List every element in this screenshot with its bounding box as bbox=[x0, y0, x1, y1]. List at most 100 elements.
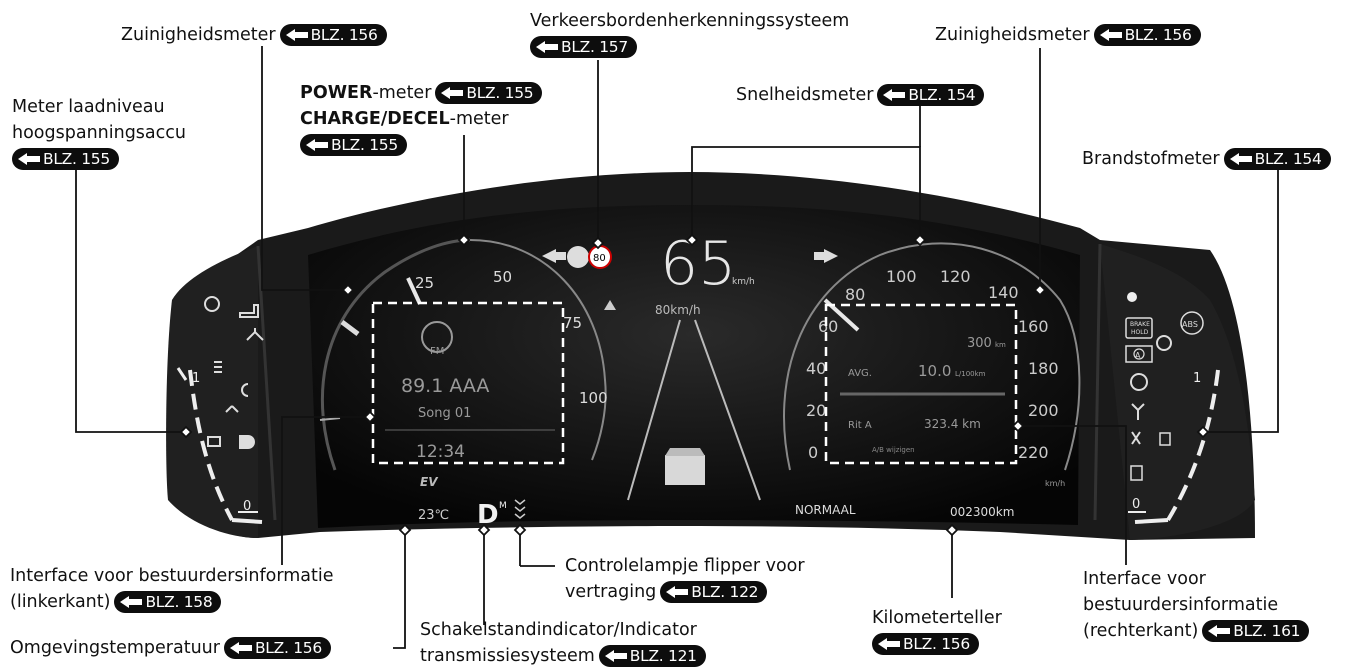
speed-tick: 0 bbox=[808, 443, 818, 462]
svg-text:A: A bbox=[1135, 351, 1141, 360]
power-needle bbox=[406, 277, 422, 305]
svg-text:ABS: ABS bbox=[1182, 320, 1198, 329]
arrow-icon bbox=[1099, 29, 1122, 41]
arrow-icon bbox=[285, 29, 308, 41]
fuel-gauge: 1 0 bbox=[1128, 369, 1220, 524]
left-arrow-icon bbox=[542, 249, 566, 263]
speed-tick: 120 bbox=[940, 267, 971, 286]
svg-text:L/100km: L/100km bbox=[955, 370, 986, 378]
beam-icon bbox=[225, 405, 239, 413]
svg-text:HOLD: HOLD bbox=[1131, 329, 1149, 336]
callout-meter-laadniveau: Meter laadniveau hoogspanningsaccu BLZ. … bbox=[12, 97, 186, 170]
left-warning-lights bbox=[204, 296, 264, 449]
arrow-icon bbox=[18, 153, 40, 165]
fuel-door-icon bbox=[1159, 432, 1171, 446]
clock: 12:34 bbox=[416, 442, 465, 462]
speed-tick: 160 bbox=[1018, 317, 1049, 336]
brake-hold-icon bbox=[1125, 317, 1153, 339]
speedometer: 0 20 40 60 80 100 120 140 160 180 200 22… bbox=[783, 242, 1081, 488]
fog-light-icon bbox=[241, 383, 249, 397]
power-tick: 100 bbox=[579, 389, 608, 407]
tire-pressure-icon bbox=[204, 296, 220, 312]
page-ref-badge[interactable]: BLZ. 156 bbox=[1093, 24, 1201, 46]
speed-unit: km/h bbox=[732, 277, 755, 287]
right-warning-lights: BRAKE HOLD ABS A bbox=[1125, 292, 1204, 481]
page-ref-badge[interactable]: BLZ. 158 bbox=[114, 591, 222, 613]
center-display: 65 km/h 80 80km/h bbox=[542, 229, 838, 501]
leader-lines bbox=[75, 46, 1279, 649]
arrow-icon bbox=[1208, 625, 1231, 637]
power-tick: 75 bbox=[563, 314, 582, 332]
arrow-icon bbox=[666, 586, 689, 598]
own-car-icon bbox=[665, 455, 705, 485]
speed-tick: 180 bbox=[1028, 359, 1059, 378]
page-ref-badge[interactable]: BLZ. 154 bbox=[1223, 148, 1331, 170]
acc-icon bbox=[604, 300, 616, 310]
page-ref-badge[interactable]: BLZ. 161 bbox=[1202, 620, 1310, 642]
speedo-unit: km/h bbox=[1045, 479, 1065, 488]
page-ref-badge[interactable]: BLZ. 121 bbox=[598, 645, 706, 667]
decel-flipper-icon bbox=[514, 499, 526, 519]
speed-tick: 100 bbox=[886, 267, 917, 286]
arrow-icon bbox=[441, 87, 464, 99]
arrow-icon bbox=[1229, 153, 1252, 165]
steering-icon bbox=[246, 328, 264, 341]
arrow-icon bbox=[536, 41, 558, 53]
radio-station: 89.1 AAA bbox=[401, 375, 489, 397]
arrow-icon bbox=[229, 642, 252, 654]
speed-tick: 220 bbox=[1018, 443, 1049, 462]
abs-icon bbox=[1180, 311, 1204, 335]
right-driver-info-interface: 300 km AVG. 10.0 L/100km Rit A 323.4 km … bbox=[824, 303, 1018, 465]
callout-verkeersborden: Verkeersbordenherkenningssysteem BLZ. 15… bbox=[530, 11, 850, 58]
no-overtaking-sign-icon bbox=[567, 246, 589, 268]
cluster-screen bbox=[308, 205, 1080, 528]
right-arrow-icon bbox=[814, 249, 838, 263]
high-beam-icon bbox=[239, 435, 255, 449]
speed-tick: 20 bbox=[806, 401, 826, 420]
range-value: 300 bbox=[967, 336, 992, 351]
cluster-housing bbox=[166, 172, 1255, 540]
avg-label: AVG. bbox=[848, 368, 872, 379]
speed-tick: 140 bbox=[988, 283, 1019, 302]
svg-text:FM: FM bbox=[430, 346, 444, 357]
fuel-gauge-full-label: 1 bbox=[1193, 371, 1201, 386]
page-ref-badge[interactable]: BLZ. 156 bbox=[223, 637, 331, 659]
callout-interface-right: Interface voor bestuurdersinformatie (re… bbox=[1083, 566, 1310, 644]
page-ref-badge[interactable]: BLZ. 122 bbox=[660, 581, 768, 603]
ev-indicator: EV bbox=[420, 475, 439, 489]
page-ref-badge[interactable]: BLZ. 155 bbox=[12, 148, 119, 170]
radio-song: Song 01 bbox=[418, 406, 471, 421]
low-fuel-icon bbox=[1130, 465, 1143, 481]
arrow-icon bbox=[306, 139, 328, 151]
page-ref-badge[interactable]: BLZ. 155 bbox=[435, 82, 543, 104]
brake-system-icon bbox=[1130, 373, 1148, 391]
gear-indicator: D bbox=[477, 500, 499, 530]
speed-tick: 40 bbox=[806, 359, 826, 378]
callout-kilometerteller: Kilometerteller BLZ. 156 bbox=[872, 608, 1002, 655]
speed-limit-readout: 80km/h bbox=[655, 303, 701, 317]
hv-battery-gauge: 1 0 bbox=[176, 367, 263, 524]
page-ref-badge[interactable]: BLZ. 155 bbox=[300, 134, 407, 156]
check-engine-icon bbox=[239, 304, 259, 318]
callout-schakelstand: Schakelstandindicator/Indicator transmis… bbox=[420, 617, 706, 669]
speed-tick: 80 bbox=[845, 285, 865, 304]
lane-lines bbox=[627, 319, 761, 501]
page-ref-badge[interactable]: BLZ. 154 bbox=[877, 84, 985, 106]
svg-text:BRAKE: BRAKE bbox=[1130, 321, 1150, 328]
arrow-icon bbox=[883, 89, 906, 101]
auto-headlight-icon bbox=[214, 361, 222, 373]
page-ref-badge[interactable]: BLZ. 156 bbox=[872, 633, 979, 655]
arrow-icon bbox=[120, 596, 143, 608]
page-ref-badge[interactable]: BLZ. 156 bbox=[279, 24, 387, 46]
leader-endpoints bbox=[179, 233, 1210, 537]
page-ref-badge[interactable]: BLZ. 157 bbox=[530, 36, 637, 58]
fuel-gauge-empty-label: 0 bbox=[1132, 497, 1140, 512]
svg-text:km: km bbox=[995, 341, 1006, 349]
